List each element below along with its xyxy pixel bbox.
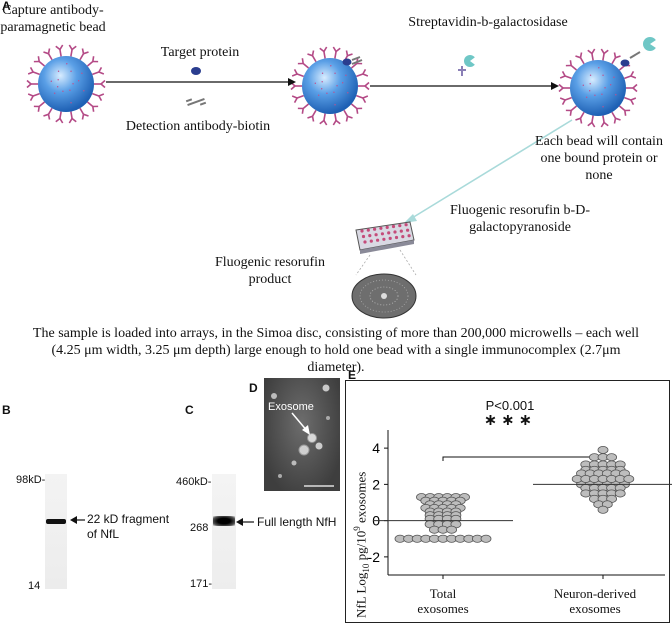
- electron-micrograph: Exosome: [264, 378, 340, 491]
- svg-text:•: •: [70, 101, 72, 107]
- capture-bead-label: Capture antibody- paramagnetic bead: [0, 3, 106, 35]
- svg-text:•: •: [321, 80, 323, 86]
- svg-text:•: •: [57, 78, 59, 84]
- panel-d-label: D: [249, 381, 258, 395]
- svg-text:•: •: [57, 85, 59, 91]
- svg-text:•: •: [589, 89, 591, 95]
- marker-98kd: 98kD-: [16, 474, 46, 486]
- p-value-label: P<0.001: [485, 398, 535, 413]
- nfh-band-label: Full length NfH: [257, 515, 337, 529]
- svg-text:•: •: [610, 83, 612, 89]
- svg-text:•: •: [333, 90, 335, 96]
- panel-b-label: B: [2, 403, 11, 417]
- svg-text:•: •: [54, 91, 56, 97]
- target-protein-icon: [191, 67, 201, 75]
- svg-text:•: •: [615, 93, 617, 99]
- exosome-label: Exosome: [268, 401, 314, 413]
- y-tick-label: 4: [372, 440, 380, 456]
- svg-text:•: •: [62, 90, 64, 96]
- detection-antibody-label: Detection antibody-biotin: [125, 119, 271, 134]
- svg-text:•: •: [336, 84, 338, 90]
- microwell-plate-icon: [355, 221, 415, 254]
- svg-text:•: •: [72, 82, 74, 88]
- svg-text:•: •: [334, 71, 336, 77]
- svg-text:•: •: [598, 66, 600, 72]
- svg-text:•: •: [322, 72, 324, 78]
- full-complex-icon: [620, 37, 659, 67]
- western-blot-nfh: [212, 474, 236, 589]
- svg-text:•: •: [66, 62, 68, 68]
- svg-text:•: •: [342, 81, 344, 87]
- y-axis-label: NfL Log10 pg/109 exosomes: [352, 471, 371, 618]
- nfh-band: [213, 516, 235, 526]
- panel-a-label: A: [2, 0, 11, 13]
- svg-text:•: •: [70, 69, 72, 75]
- svg-text:•: •: [347, 91, 349, 97]
- streptavidin-label: Streptavidin-b-galactosidase: [408, 15, 568, 30]
- immunocomplex-icon: [342, 56, 363, 66]
- data-point: [446, 525, 458, 534]
- panel-e-label: E: [348, 368, 357, 382]
- data-point: [480, 534, 492, 543]
- svg-text:•: •: [604, 86, 606, 92]
- x-category-total: Total exosomes: [417, 586, 469, 616]
- western-blot-nfl: [45, 474, 67, 589]
- y-tick-label: -2: [368, 549, 381, 565]
- panel-e-frame: [345, 380, 670, 623]
- bead-icon: ••••••••••••••: [290, 46, 370, 126]
- significance-bracket: [442, 456, 604, 461]
- svg-text:•: •: [590, 74, 592, 80]
- x-category-neuron: Neuron-derived exosomes: [553, 586, 637, 616]
- fluogenic-product-label: Fluogenic resorufin product: [214, 255, 326, 287]
- marker-460kd: 460kD-: [176, 476, 212, 488]
- svg-text:•: •: [601, 92, 603, 98]
- each-bead-label: Each bead will contain one bound protein…: [535, 134, 663, 183]
- panel-c-label: C: [185, 403, 194, 417]
- svg-text:•: •: [345, 73, 347, 79]
- marker-268: 268: [190, 522, 209, 534]
- simoa-disc-icon: [351, 273, 417, 319]
- teal-arrow: [411, 119, 573, 219]
- nfl-band-label: 22 kD fragment of NfL: [87, 512, 170, 541]
- svg-text:•: •: [330, 64, 332, 70]
- svg-text:•: •: [318, 93, 320, 99]
- svg-text:•: •: [81, 71, 83, 77]
- data-point: [597, 445, 609, 454]
- fluogenic-substrate-label: Fluogenic resorufin b-D- galactopyranosi…: [450, 203, 590, 235]
- svg-text:•: •: [69, 88, 71, 94]
- data-point: [606, 453, 617, 462]
- data-point: [623, 474, 635, 483]
- panel-a-caption: The sample is loaded into arrays, in the…: [32, 326, 640, 375]
- svg-text:•: •: [589, 82, 591, 88]
- svg-text:•: •: [586, 95, 588, 101]
- svg-text:•: •: [613, 75, 615, 81]
- svg-text:•: •: [582, 84, 584, 90]
- nfl-band: [46, 519, 66, 524]
- detection-antibody-icon: [185, 97, 207, 107]
- bead-icon: ••••••••••••••: [26, 44, 106, 124]
- svg-text:•: •: [321, 87, 323, 93]
- svg-text:•: •: [58, 70, 60, 76]
- streptavidin-icon: [458, 55, 478, 76]
- svg-text:•: •: [602, 73, 604, 79]
- target-protein-label: Target protein: [160, 45, 240, 60]
- svg-text:•: •: [83, 89, 85, 95]
- significance-stars: ∗∗∗: [483, 412, 537, 429]
- svg-text:•: •: [334, 103, 336, 109]
- svg-text:•: •: [326, 92, 328, 98]
- svg-text:•: •: [50, 80, 52, 86]
- svg-text:•: •: [314, 82, 316, 88]
- data-point: [614, 489, 626, 498]
- data-point: [597, 505, 609, 514]
- svg-text:•: •: [594, 94, 596, 100]
- marker-171: 171-: [190, 578, 213, 590]
- marker-14: 14: [28, 580, 41, 592]
- svg-text:•: •: [602, 105, 604, 111]
- svg-text:•: •: [78, 79, 80, 85]
- bead-icon: ••••••••••••••: [558, 48, 638, 128]
- y-tick-label: 2: [372, 476, 380, 492]
